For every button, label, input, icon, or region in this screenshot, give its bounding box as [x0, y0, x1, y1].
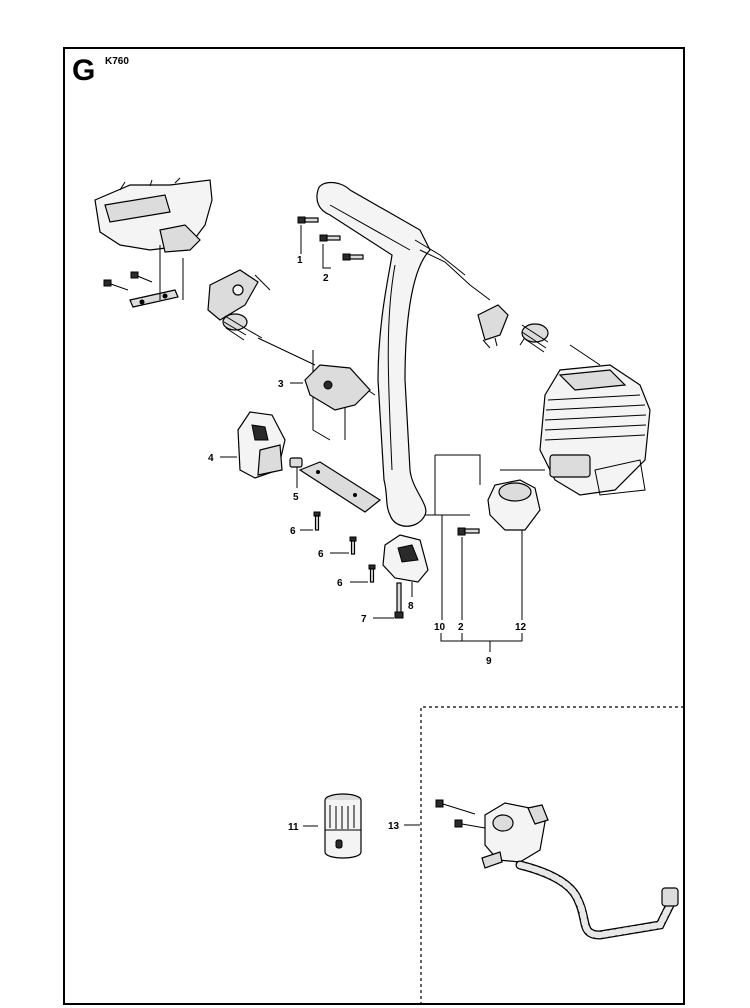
callout-10: 10	[434, 622, 446, 633]
callout-1: 1	[297, 255, 303, 266]
part-5-washer	[289, 457, 303, 468]
callout-9: 9	[486, 656, 492, 667]
engine-cylinder	[539, 364, 651, 496]
front-handle-tube	[316, 181, 491, 527]
callout-2a: 2	[323, 273, 329, 284]
callout-6c: 6	[337, 578, 343, 589]
callout-2b: 2	[458, 622, 464, 633]
callout-leaders	[220, 225, 523, 827]
screw-2-b	[457, 527, 480, 536]
throttle-link-bracket	[103, 271, 179, 308]
callout-6a: 6	[290, 526, 296, 537]
left-av-bracket	[207, 269, 271, 321]
screw-6-b	[349, 536, 357, 555]
screw-6-c	[368, 564, 376, 583]
callout-11: 11	[288, 822, 299, 833]
callout-13: 13	[388, 821, 400, 832]
callout-6b: 6	[318, 549, 324, 560]
callout-4: 4	[208, 453, 214, 464]
dashed-kit-box	[420, 706, 685, 1005]
part-4-guard	[237, 411, 286, 479]
section-letter: G	[72, 54, 96, 87]
left-av-spring	[222, 313, 263, 341]
part-3-plate	[304, 364, 371, 411]
diagram-frame	[63, 47, 685, 1005]
part-13-water-valve	[435, 799, 679, 940]
screws-1-2-top	[297, 216, 364, 261]
screw-6-a	[313, 511, 321, 531]
part-8-lower-guard	[382, 534, 429, 583]
right-av-spring	[521, 323, 549, 353]
screw-7	[394, 582, 404, 619]
callout-7: 7	[361, 614, 367, 625]
part-10-base-plate	[298, 461, 382, 513]
callout-12: 12	[515, 622, 527, 633]
machine-body-part	[94, 177, 213, 253]
leader-lines	[159, 245, 601, 516]
callout-8: 8	[408, 601, 414, 612]
callout-3: 3	[278, 379, 284, 390]
model-label: K760	[105, 56, 129, 67]
callout-5: 5	[293, 492, 299, 503]
part-11-coupling	[324, 793, 362, 859]
part-12-collar	[487, 479, 541, 531]
right-av-bracket	[477, 304, 509, 349]
